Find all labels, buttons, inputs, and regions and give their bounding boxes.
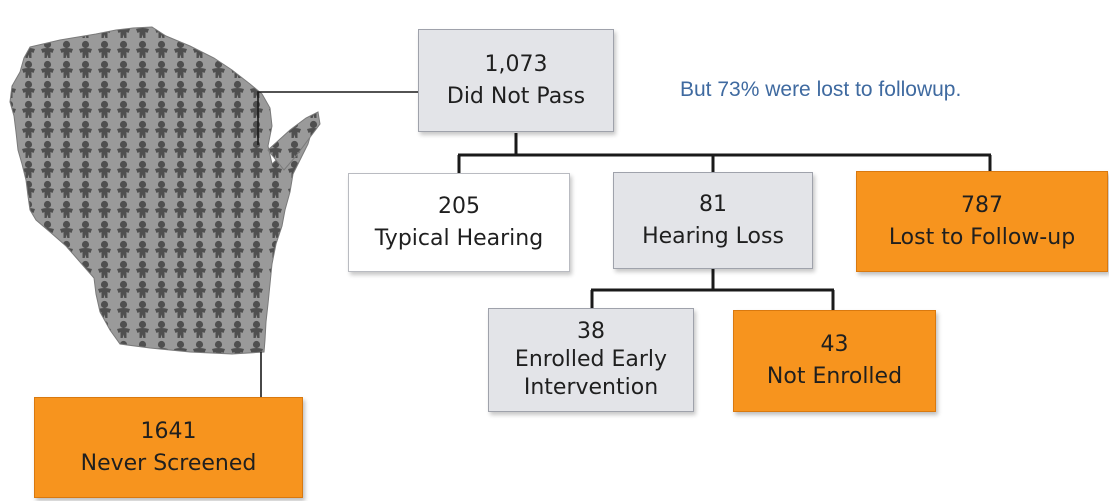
node-count: 38 — [577, 319, 605, 344]
node-count: 205 — [438, 193, 480, 219]
node-count: 787 — [961, 192, 1003, 218]
node-count: 81 — [699, 191, 727, 217]
node-not-enrolled: 43 Not Enrolled — [733, 310, 936, 412]
node-did-not-pass: 1,073 Did Not Pass — [418, 29, 614, 132]
wisconsin-shape — [9, 26, 313, 355]
node-count: 1641 — [140, 418, 197, 444]
node-enrolled-early-intervention: 38 Enrolled Early Intervention — [488, 308, 694, 412]
followup-note: But 73% were lost to followup. — [680, 78, 962, 101]
node-count: 43 — [820, 332, 849, 357]
node-label: Never Screened — [80, 450, 257, 476]
door-peninsula — [267, 111, 321, 171]
connector-map-to-did-not-pass — [257, 91, 418, 145]
node-count: 1,073 — [484, 51, 548, 77]
node-lost-to-followup: 787 Lost to Follow-up — [856, 171, 1108, 272]
node-label: Typical Hearing — [374, 225, 544, 251]
node-label-line1: Enrolled Early — [514, 347, 668, 372]
node-label: Lost to Follow-up — [888, 224, 1076, 250]
node-typical-hearing: 205 Typical Hearing — [348, 173, 570, 272]
node-label: Hearing Loss — [642, 223, 784, 249]
node-label: Not Enrolled — [766, 364, 903, 389]
node-never-screened: 1641 Never Screened — [34, 397, 303, 498]
node-label-line2: Intervention — [523, 375, 659, 400]
node-label: Did Not Pass — [446, 83, 586, 109]
node-hearing-loss: 81 Hearing Loss — [613, 172, 813, 269]
